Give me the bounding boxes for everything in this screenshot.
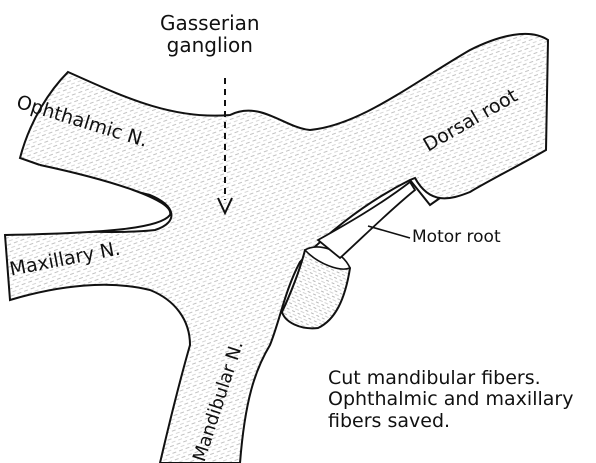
motor-root-label: Motor root <box>412 228 501 247</box>
surgical-note: Cut mandibular fibers. Ophthalmic and ma… <box>328 368 573 432</box>
motor-root-leader <box>368 226 410 238</box>
gasserian-line-2: ganglion <box>160 34 260 56</box>
note-line-1: Cut mandibular fibers. <box>328 368 573 389</box>
note-line-3: fibers saved. <box>328 411 573 432</box>
gasserian-line-1: Gasserian <box>160 12 260 34</box>
gasserian-ganglion-label: Gasserian ganglion <box>160 12 260 56</box>
note-line-2: Ophthalmic and maxillary <box>328 389 573 410</box>
